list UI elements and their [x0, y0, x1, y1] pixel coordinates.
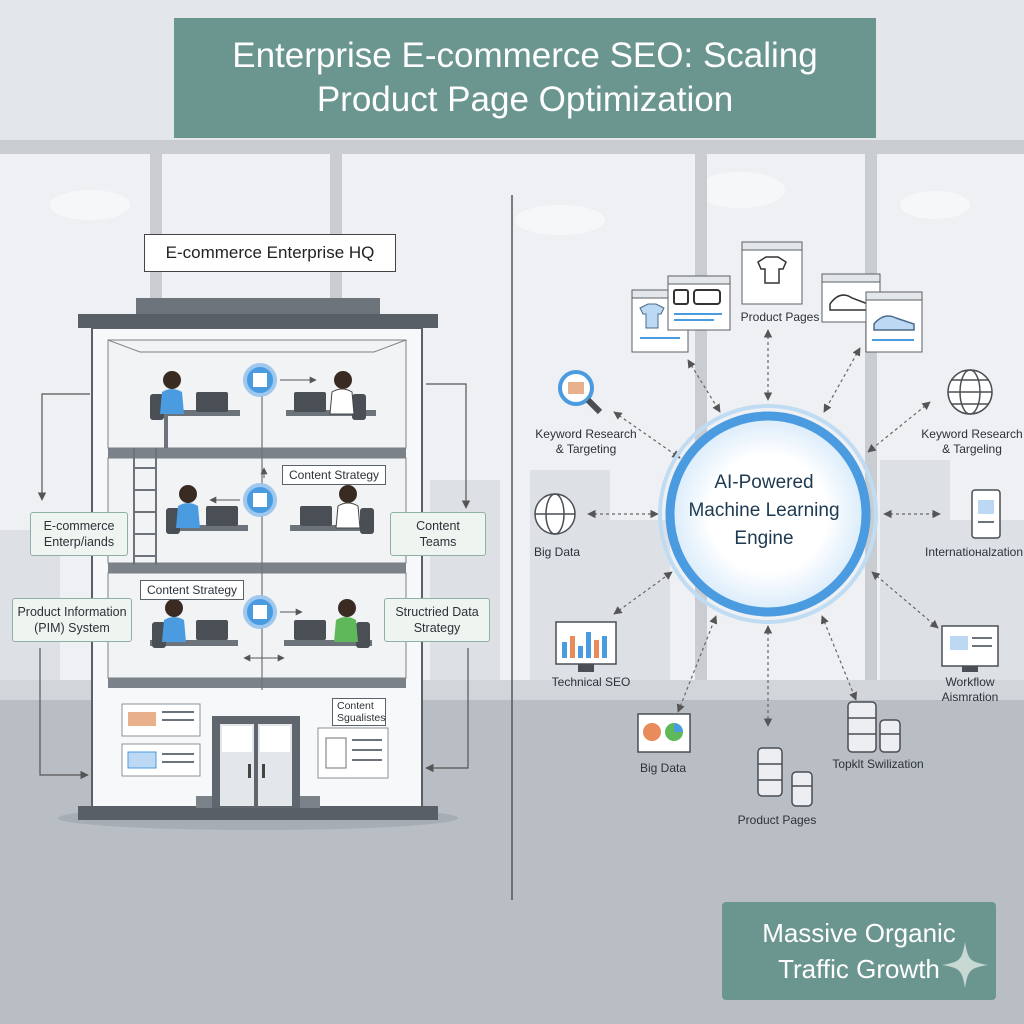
- database-icon-bottom: [757, 747, 813, 807]
- node-workflow-automation: Workflow Aismration: [941, 675, 999, 704]
- building-sign: E-commerce Enterprise HQ: [144, 234, 396, 272]
- node-big-data-bottom: Big Data: [639, 761, 687, 775]
- monitor-chart-icon: [555, 621, 617, 672]
- node-big-data-left: Big Data: [533, 545, 581, 559]
- magnifier-icon: [558, 370, 603, 415]
- database-icon-right: [847, 701, 901, 753]
- box-pim-system: Product Information(PIM) System: [12, 598, 132, 642]
- node-technical-seo: Technical SEO: [551, 675, 631, 689]
- node-toplit-specialization: Topklt Swilization: [832, 757, 924, 771]
- floor-3-workers: [150, 595, 372, 662]
- node-product-pages-top: Product Pages: [740, 310, 820, 324]
- sparkle-icon: [942, 942, 988, 988]
- title-line-1: Enterprise E-commerce SEO: Scaling: [232, 36, 818, 75]
- floor-2-workers: [166, 467, 374, 534]
- product-page-icons: [631, 241, 923, 353]
- phone-icon: [971, 489, 1001, 539]
- globe-icon-left: [534, 493, 576, 535]
- node-keyword-research-left: Keyword Research& Targeting: [535, 427, 637, 456]
- node-keyword-research-right: Keyword Research& Targeling: [921, 427, 1023, 456]
- floor-tag-content-strategy-2: Content Strategy: [140, 580, 245, 600]
- title-banner: Enterprise E-commerce SEO: Scaling Produ…: [174, 18, 876, 138]
- node-product-pages-bottom: Product Pages: [737, 813, 817, 827]
- title-line-2: Product Page Optimization: [316, 80, 734, 119]
- floor-tag-content-strategy-1: Content Strategy: [282, 465, 387, 485]
- globe-icon-right: [947, 369, 993, 415]
- ground-floor: [121, 703, 389, 808]
- floor-tag-content-specialists: Content Sgualistes: [332, 698, 386, 726]
- chart-card-icon: [637, 713, 691, 753]
- node-internationalization: Internatioнalzation: [924, 545, 1024, 559]
- workflow-monitor-icon: [941, 625, 999, 672]
- floor-1-workers: [150, 363, 376, 448]
